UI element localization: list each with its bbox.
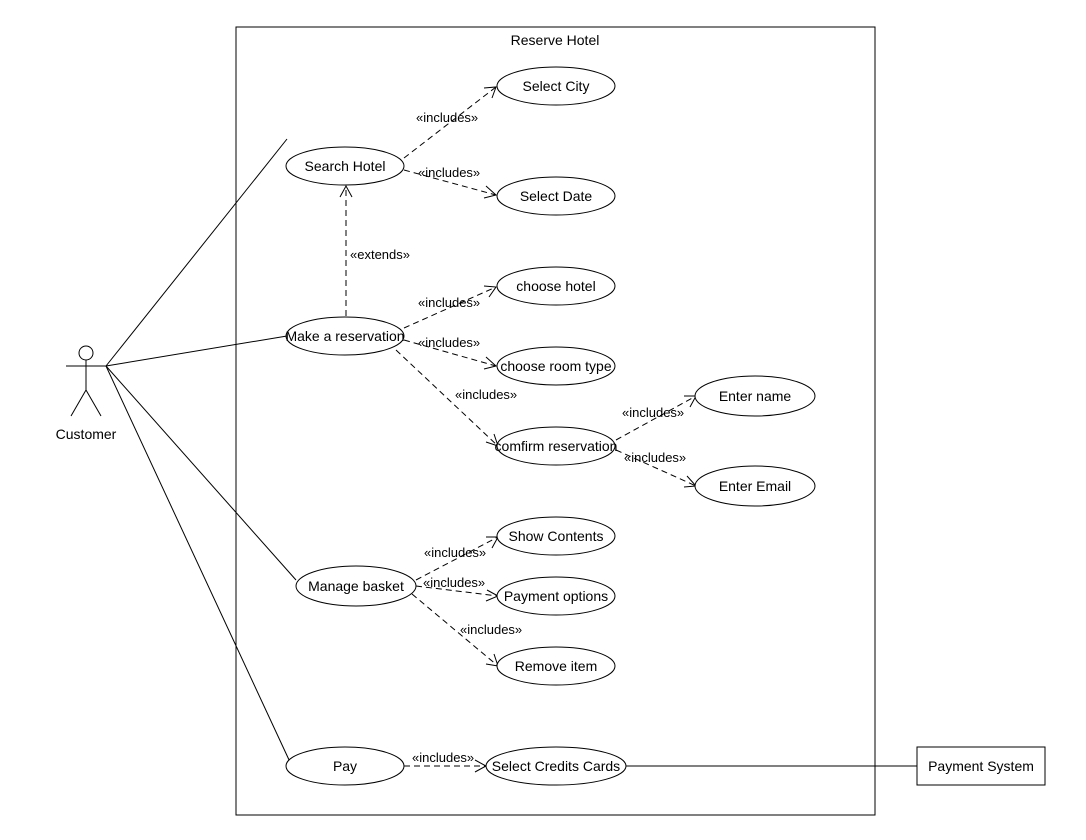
include-basket-remove [411, 593, 499, 667]
use-case-label: Enter name [719, 388, 792, 404]
include-label: «includes» [418, 295, 480, 310]
use-case-label: Manage basket [308, 578, 404, 594]
use-case-label: Payment options [504, 588, 608, 604]
use-case-enter-email: Enter Email [694, 465, 816, 507]
use-case-label: Enter Email [719, 478, 791, 494]
use-case-label: Show Contents [509, 528, 604, 544]
arrowhead [483, 285, 497, 298]
arrowhead [339, 184, 353, 198]
use-case-label: Make a reservation [285, 328, 404, 344]
arrowhead [483, 86, 497, 99]
include-basket-contents [415, 536, 499, 581]
include-basket-payment-options [415, 585, 499, 597]
use-case-select-credit-cards: Select Credits Cards [485, 746, 627, 786]
include-label: «includes» [418, 335, 480, 350]
include-confirm-name [615, 395, 697, 441]
actor-right-leg [85, 389, 102, 417]
include-label: «includes» [624, 450, 686, 465]
use-case-label: Search Hotel [305, 158, 386, 174]
use-case-label: Select City [523, 78, 590, 94]
use-case-enter-name: Enter name [694, 375, 816, 417]
actor-customer: Customer [56, 345, 117, 442]
arrowhead [485, 589, 500, 602]
include-search-date [403, 169, 497, 196]
use-case-remove-item: Remove item [496, 646, 616, 686]
use-case-confirm-reservation: comfirm reservation [495, 426, 618, 466]
include-reservation-confirm [395, 349, 499, 447]
include-label: «includes» [412, 750, 474, 765]
include-label: «includes» [460, 622, 522, 637]
actor-head [78, 345, 94, 361]
extend-label: «extends» [350, 247, 410, 262]
use-case-search-hotel: Search Hotel [285, 146, 405, 186]
actor-left-leg [70, 389, 87, 417]
use-case-label: choose hotel [516, 278, 595, 294]
arrowhead [483, 185, 498, 199]
arrowhead [485, 653, 499, 667]
use-case-pay: Pay [285, 746, 405, 786]
use-case-label: comfirm reservation [495, 438, 618, 454]
use-case-show-contents: Show Contents [496, 516, 616, 556]
include-reservation-room [403, 339, 497, 367]
association-pay [105, 365, 291, 763]
include-label: «includes» [622, 405, 684, 420]
association-search-hotel [105, 138, 288, 367]
use-case-label: Select Credits Cards [492, 758, 620, 774]
association-make-reservation [105, 335, 288, 367]
association-manage-basket [105, 365, 297, 581]
payment-system-box [916, 746, 1046, 786]
use-case-choose-room-type: choose room type [496, 346, 616, 386]
use-case-make-reservation: Make a reservation [285, 316, 405, 356]
use-case-select-city: Select City [496, 66, 616, 106]
system-boundary [235, 26, 876, 816]
use-case-payment-options: Payment options [496, 576, 616, 616]
system-title: Reserve Hotel [511, 32, 600, 48]
include-reservation-hotel [403, 286, 497, 329]
include-label: «includes» [423, 575, 485, 590]
use-case-label: Remove item [515, 658, 597, 674]
include-confirm-email [615, 449, 697, 487]
use-case-select-date: Select Date [496, 176, 616, 216]
use-case-label: Select Date [520, 188, 593, 204]
use-case-choose-hotel: choose hotel [496, 266, 616, 306]
use-case-label: choose room type [500, 358, 611, 374]
use-case-manage-basket: Manage basket [295, 565, 417, 607]
include-label: «includes» [455, 387, 517, 402]
payment-system-name: Payment System [928, 758, 1034, 774]
include-label: «includes» [418, 165, 480, 180]
include-label: «includes» [416, 110, 478, 125]
use-case-label: Pay [333, 758, 357, 774]
include-label: «includes» [424, 545, 486, 560]
actor-name: Customer [56, 426, 117, 442]
arrowhead [483, 356, 498, 370]
arrowhead [684, 395, 697, 408]
